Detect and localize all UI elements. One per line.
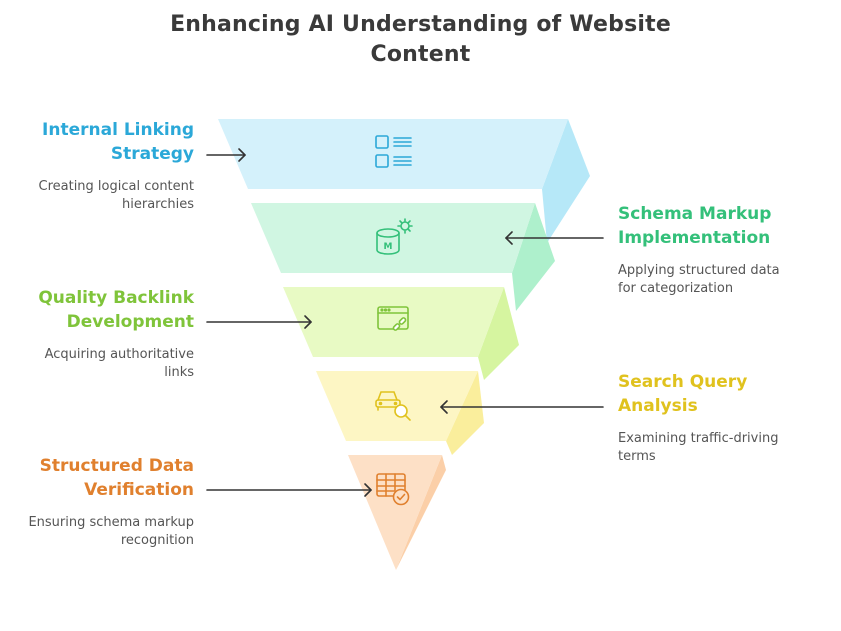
stage-2-side [512, 203, 555, 311]
stage-5-heading-line-2: Verification [84, 480, 194, 500]
svg-text:M: M [384, 242, 393, 252]
stage-3-heading: Quality Backlink Development [38, 286, 194, 334]
stage-2-description-line-2: for categorization [618, 281, 734, 296]
stage-4-description: Examining traffic-driving terms [618, 430, 778, 466]
stage-1-description: Creating logical content hierarchies [39, 178, 195, 214]
stage-2-description: Applying structured data for categorizat… [618, 262, 780, 298]
stage-2-description-line-1: Applying structured data [618, 263, 780, 278]
stage-4-heading-line-1: Search Query [618, 372, 748, 392]
stage-2-heading-line-2: Implementation [618, 228, 771, 248]
stage-1-heading: Internal Linking Strategy [42, 118, 194, 166]
title-line-1: Enhancing AI Understanding of Website [170, 12, 671, 37]
stage-4-heading-line-2: Analysis [618, 396, 698, 416]
browser-link-icon [377, 306, 409, 331]
stage-3-description-line-2: links [164, 365, 194, 380]
database-gear-icon: M [376, 218, 413, 255]
stage-5-heading: Structured Data Verification [40, 454, 194, 502]
stage-3-description-line-1: Acquiring authoritative [44, 347, 194, 362]
funnel-stage-1 [218, 119, 590, 243]
stage-3-description: Acquiring authoritative links [45, 346, 194, 382]
table-check-icon [376, 473, 410, 506]
stage-4-heading: Search Query Analysis [618, 370, 747, 418]
funnel-stage-2 [251, 203, 555, 311]
stage-3-front [283, 287, 504, 357]
stage-1-front [218, 119, 568, 189]
car-search-icon [375, 391, 411, 421]
stage-1-heading-line-2: Strategy [110, 144, 194, 164]
list-layout-icon [375, 135, 412, 168]
stage-5-front [348, 455, 442, 570]
stage-2-heading-line-1: Schema Markup [618, 204, 772, 224]
stage-5-description-line-1: Ensuring schema markup [28, 515, 194, 530]
arrow-stage-3 [206, 315, 312, 329]
stage-1-side [542, 119, 590, 243]
arrow-stage-5 [206, 483, 372, 497]
funnel-stage-3 [283, 287, 519, 380]
stage-3-heading-line-1: Quality Backlink [38, 288, 194, 308]
stage-5-description: Ensuring schema markup recognition [28, 514, 194, 550]
arrow-stage-4 [440, 400, 604, 414]
stage-4-description-line-1: Examining traffic-driving [618, 431, 779, 446]
title-line-2: Content [370, 42, 471, 67]
stage-3-heading-line-2: Development [66, 312, 194, 332]
arrow-stage-2 [505, 231, 604, 245]
stage-2-front [251, 203, 535, 273]
stage-3-side [478, 287, 519, 380]
stage-1-description-line-1: Creating logical content [38, 179, 195, 194]
stage-1-description-line-2: hierarchies [122, 197, 194, 212]
arrow-stage-1 [206, 148, 246, 162]
funnel-stage-5 [348, 455, 446, 570]
diagram-title: Enhancing AI Understanding of Website Co… [0, 10, 841, 70]
stage-4-description-line-2: terms [618, 449, 656, 464]
stage-5-description-line-2: recognition [120, 533, 194, 548]
stage-1-heading-line-1: Internal Linking [42, 120, 194, 140]
stage-4-side [446, 371, 484, 455]
stage-5-side [396, 455, 446, 570]
stage-5-heading-line-1: Structured Data [39, 456, 194, 476]
stage-2-heading: Schema Markup Implementation [618, 202, 771, 250]
